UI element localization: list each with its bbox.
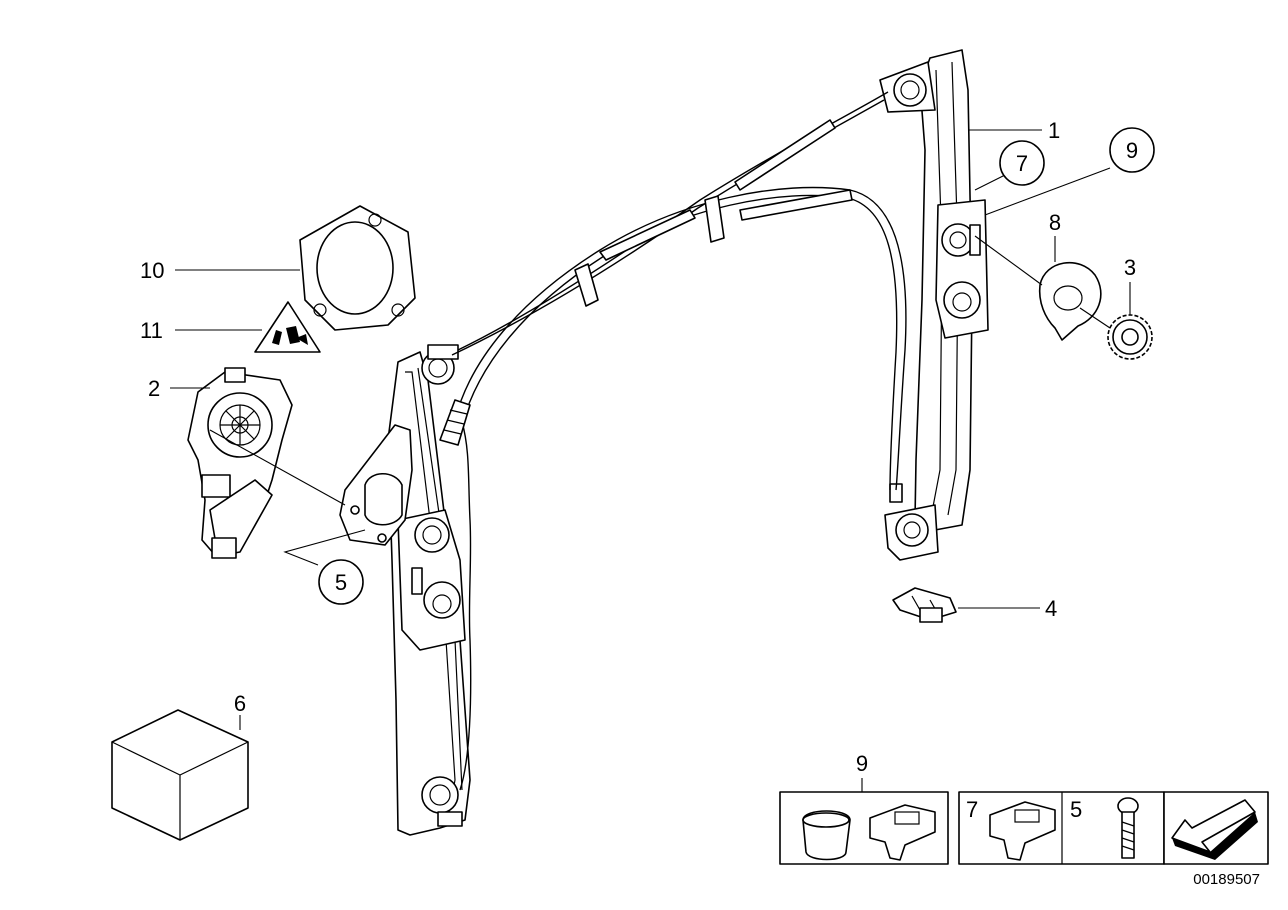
callout-9-circle (1109, 127, 1155, 173)
callout-5: 5 (335, 570, 347, 595)
callout-9-legend: 9 (856, 751, 868, 776)
warning-label (254, 301, 321, 353)
box-part (111, 709, 249, 841)
callout-7-circle (999, 140, 1045, 186)
window-motor (187, 367, 293, 559)
legend-box-b: 7 5 (958, 791, 1165, 865)
right-guide-rail (879, 49, 989, 561)
legend-label-5: 5 (1070, 797, 1082, 822)
motor-gasket (299, 205, 416, 331)
callout-1: 1 (1048, 118, 1060, 143)
bottom-clip (892, 587, 957, 623)
drive-gear (1107, 314, 1153, 360)
legend-box-arrow (1163, 791, 1269, 865)
callout-9: 9 (1126, 138, 1138, 163)
legend-box-a (779, 791, 949, 865)
callout-7: 7 (1016, 151, 1028, 176)
leader-lines (170, 129, 1131, 792)
legend-label-7: 7 (966, 797, 978, 822)
reference-number: 00189507 (1193, 871, 1260, 888)
callout-10: 10 (140, 258, 164, 283)
callout-11: 11 (140, 318, 163, 343)
regulator-drive-housing (339, 424, 413, 546)
callout-5-circle (318, 559, 364, 605)
callout-6: 6 (234, 691, 246, 716)
cover-plate (1038, 261, 1102, 341)
callout-labels: 1 7 9 8 3 4 10 11 2 5 6 9 (140, 118, 1155, 776)
callout-8: 8 (1049, 210, 1061, 235)
callout-4: 4 (1045, 596, 1057, 621)
callout-2: 2 (148, 376, 160, 401)
regulator-cables (439, 91, 907, 791)
callout-3: 3 (1124, 255, 1136, 280)
